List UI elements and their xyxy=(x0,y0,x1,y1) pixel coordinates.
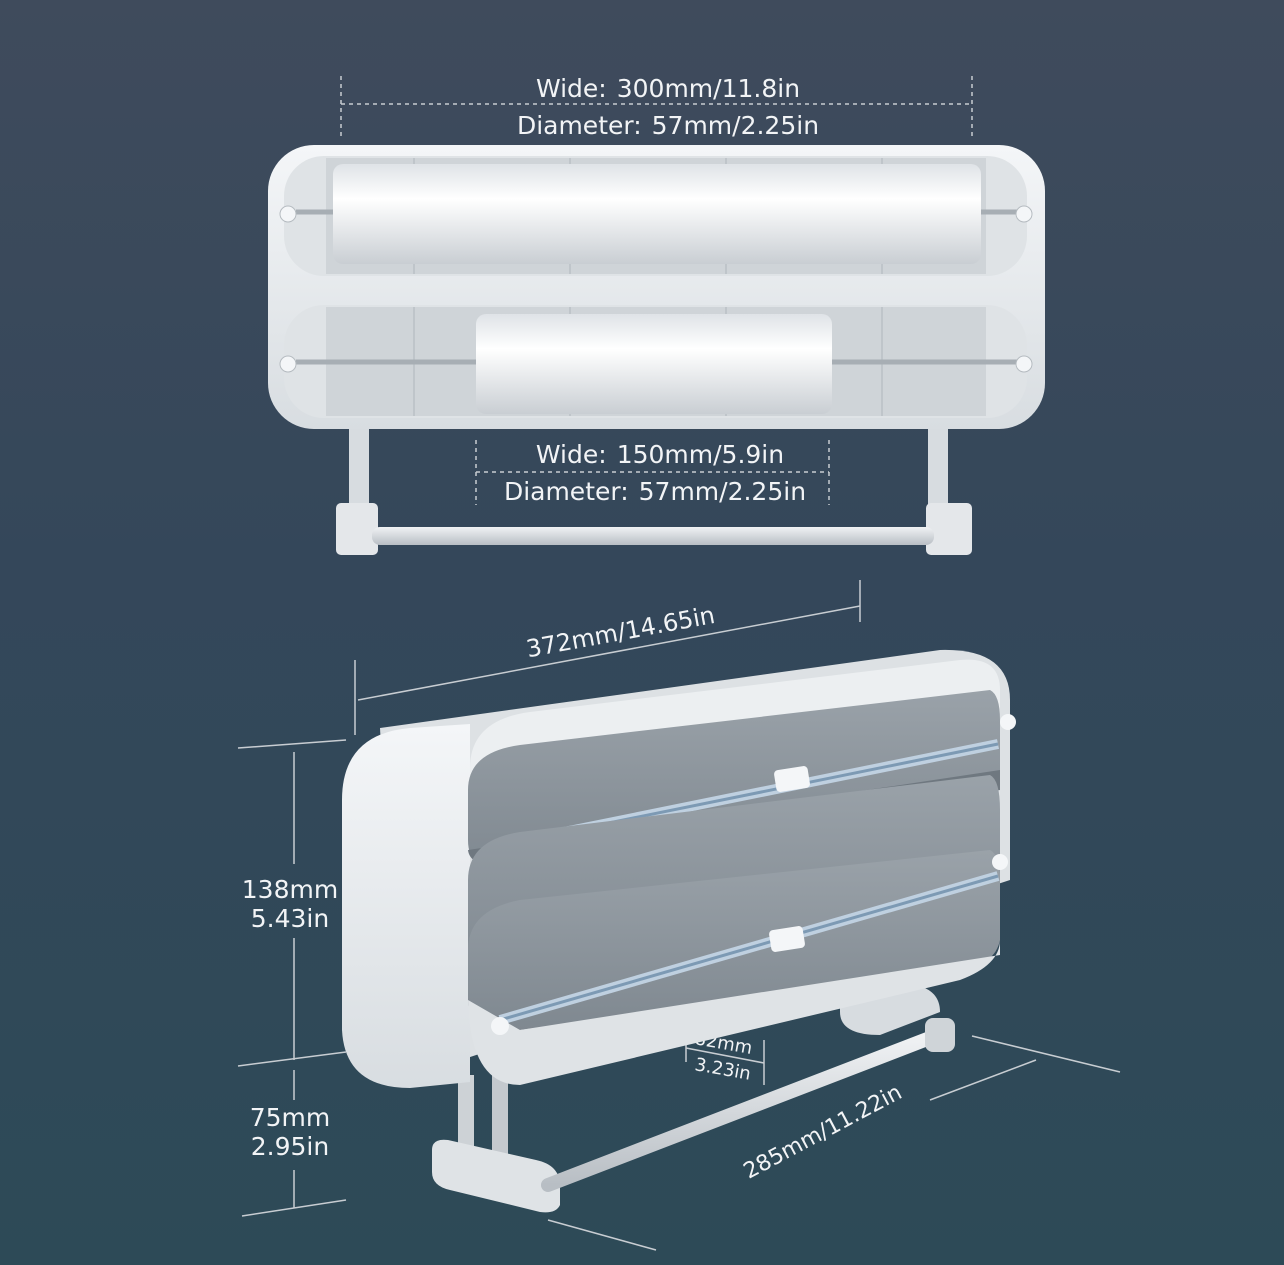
depth-dimension-guides xyxy=(547,1035,1121,1251)
perspective-side-panel xyxy=(342,724,470,1088)
bar-height-in-text: 2.95in xyxy=(251,1132,329,1161)
perspective-view: 372mm/14.65in 138mm 5.43in 75mm 2.95in xyxy=(237,580,1121,1251)
small-roll-dimension-guides xyxy=(475,440,830,505)
lower-cutter-drum xyxy=(468,775,1008,1085)
top-view: Wide:300mm/11.8in Diameter:57mm/2.25in xyxy=(268,74,1045,555)
large-roll xyxy=(333,164,981,264)
small-roll-wide-text: Wide:150mm/5.9in xyxy=(536,440,784,469)
top-view-towel-bar xyxy=(372,527,934,545)
small-roll-diameter-text: Diameter:57mm/2.25in xyxy=(504,477,806,506)
length-dimension-guides xyxy=(354,580,861,735)
body-height-in-text: 5.43in xyxy=(251,904,329,933)
body-height-mm-text: 138mm xyxy=(242,875,338,904)
large-roll-wide-text: Wide:300mm/11.8in xyxy=(536,74,800,103)
bar-height-mm-text: 75mm xyxy=(250,1103,331,1132)
length-dimension-text: 372mm/14.65in xyxy=(524,601,717,663)
top-view-legs xyxy=(336,425,972,555)
height-dimension-guides xyxy=(237,739,347,1217)
large-roll-diameter-text: Diameter:57mm/2.25in xyxy=(517,111,819,140)
small-roll xyxy=(476,314,832,414)
perspective-legs xyxy=(432,948,955,1213)
large-roll-dimension-guides xyxy=(340,76,973,138)
